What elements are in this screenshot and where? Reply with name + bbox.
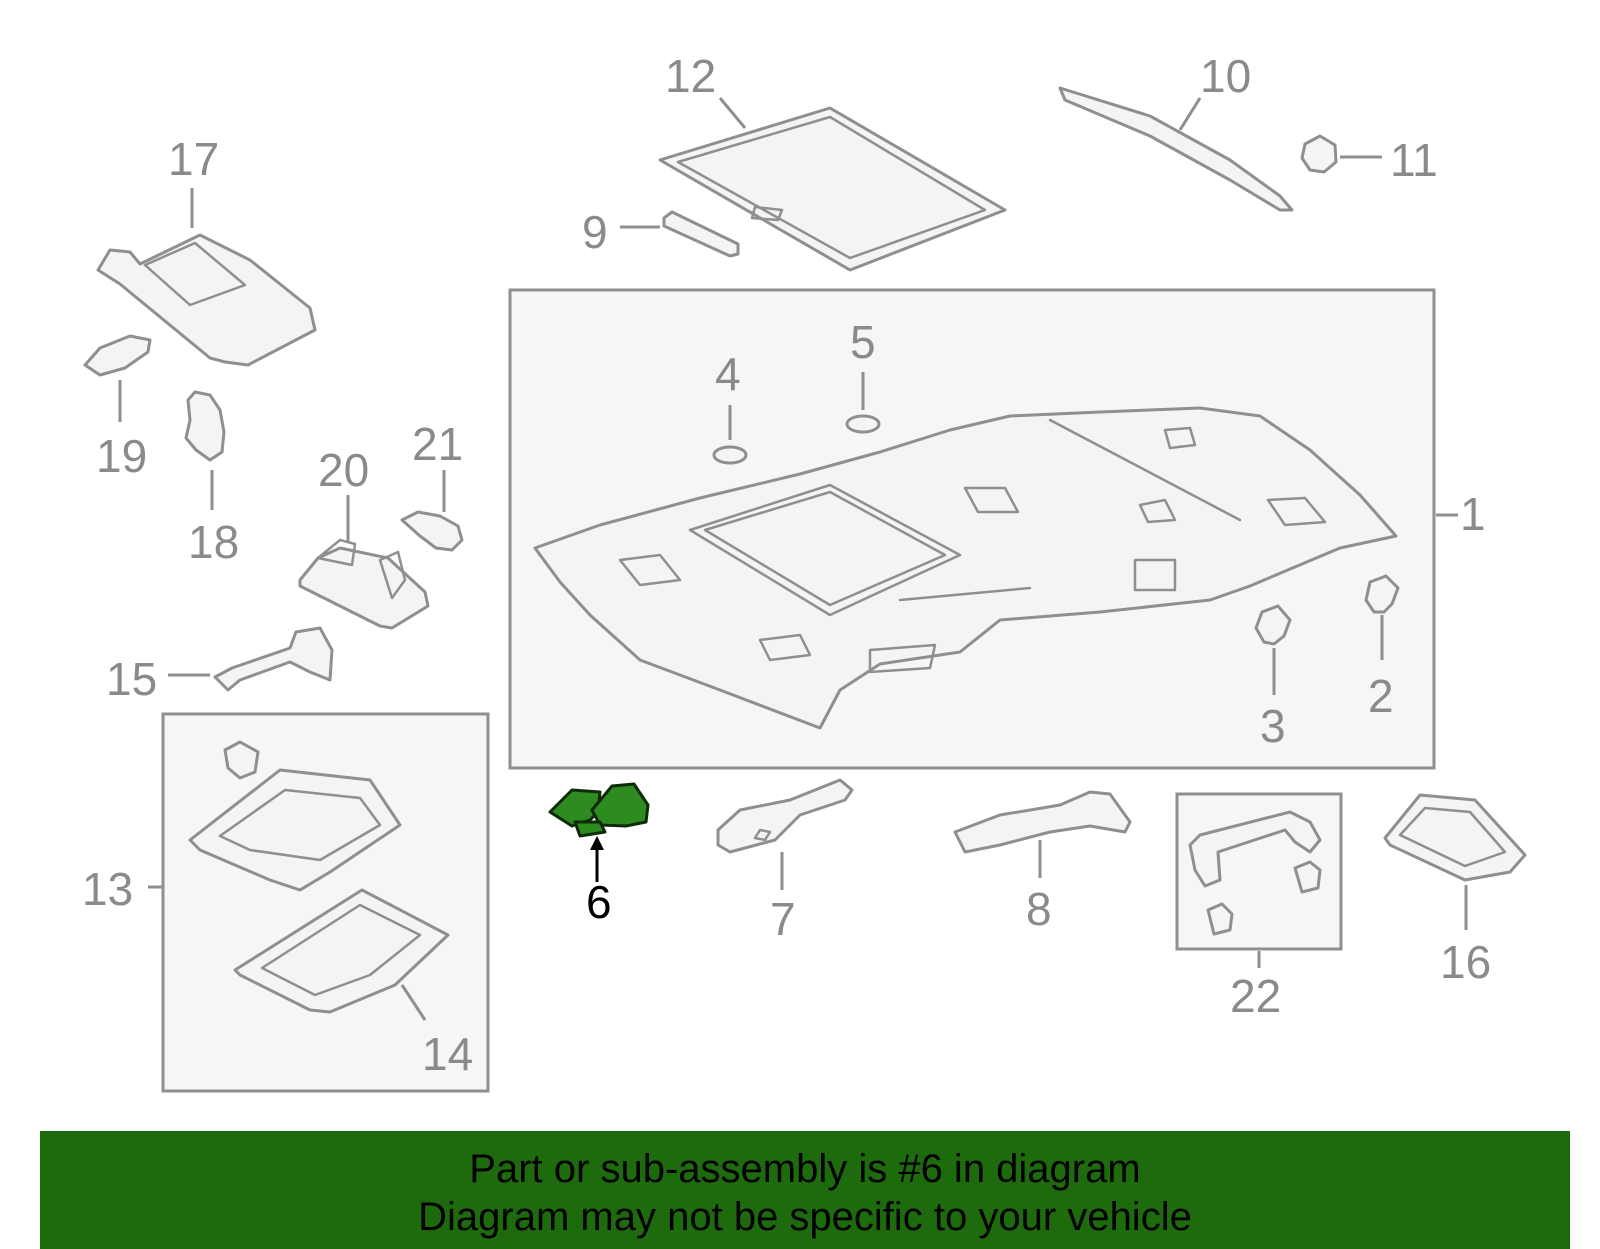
callout-13: 13 — [82, 863, 133, 915]
grommet-part-5[interactable] — [845, 414, 881, 434]
callout-1: 1 — [1460, 488, 1486, 540]
lamp-assembly-part-20[interactable] — [298, 538, 430, 630]
callout-12: 12 — [665, 50, 716, 102]
callout-6: 6 — [586, 876, 612, 928]
callout-14: 14 — [422, 1028, 473, 1080]
callout-7: 7 — [770, 893, 796, 945]
banner-line-1: Part or sub-assembly is #6 in diagram — [469, 1147, 1141, 1191]
visor-holder-part-18[interactable] — [184, 390, 226, 462]
banner-line-2: Diagram may not be specific to your vehi… — [418, 1195, 1192, 1239]
assist-grip-part-22[interactable] — [1188, 810, 1322, 936]
clip-part-2[interactable] — [1364, 574, 1400, 614]
sun-visor-part-17[interactable] — [96, 233, 317, 367]
reinforcement-part-7[interactable] — [716, 778, 854, 854]
callout-18: 18 — [188, 516, 239, 568]
dome-lamp-part-13[interactable] — [188, 740, 402, 892]
bulb-part-21[interactable] — [400, 510, 464, 552]
plug-part-11[interactable] — [1300, 134, 1338, 174]
callout-3: 3 — [1260, 700, 1286, 752]
callout-11: 11 — [1390, 134, 1438, 186]
reinforcement-part-8[interactable] — [953, 790, 1132, 854]
map-lamp-part-16[interactable] — [1383, 793, 1527, 882]
callout-5: 5 — [850, 316, 876, 368]
grommet-part-4[interactable] — [712, 445, 748, 465]
callout-9: 9 — [582, 206, 608, 258]
lamp-lens-part-14[interactable] — [233, 888, 450, 1014]
callout-16: 16 — [1440, 936, 1491, 988]
callout-4: 4 — [715, 348, 741, 400]
callout-20: 20 — [318, 444, 369, 496]
bracket-part-6-highlighted[interactable] — [548, 782, 650, 838]
callout-2: 2 — [1368, 670, 1394, 722]
callout-21: 21 — [412, 418, 463, 470]
headliner-part[interactable] — [533, 406, 1398, 730]
bracket-part-15[interactable] — [213, 626, 334, 692]
visor-cover-part-19[interactable] — [83, 334, 152, 377]
sunshade-part-12[interactable] — [658, 106, 1007, 272]
info-banner: Part or sub-assembly is #6 in diagram Di… — [40, 1131, 1570, 1249]
weatherstrip-part-9[interactable] — [662, 210, 740, 258]
callout-15: 15 — [106, 653, 157, 705]
callout-8: 8 — [1026, 883, 1052, 935]
trim-strip-part-10[interactable] — [1058, 86, 1294, 212]
clip-part-3[interactable] — [1254, 604, 1292, 646]
callout-17: 17 — [168, 133, 219, 185]
callout-22: 22 — [1230, 970, 1281, 1022]
callout-19: 19 — [96, 430, 147, 482]
callout-10: 10 — [1200, 50, 1251, 102]
